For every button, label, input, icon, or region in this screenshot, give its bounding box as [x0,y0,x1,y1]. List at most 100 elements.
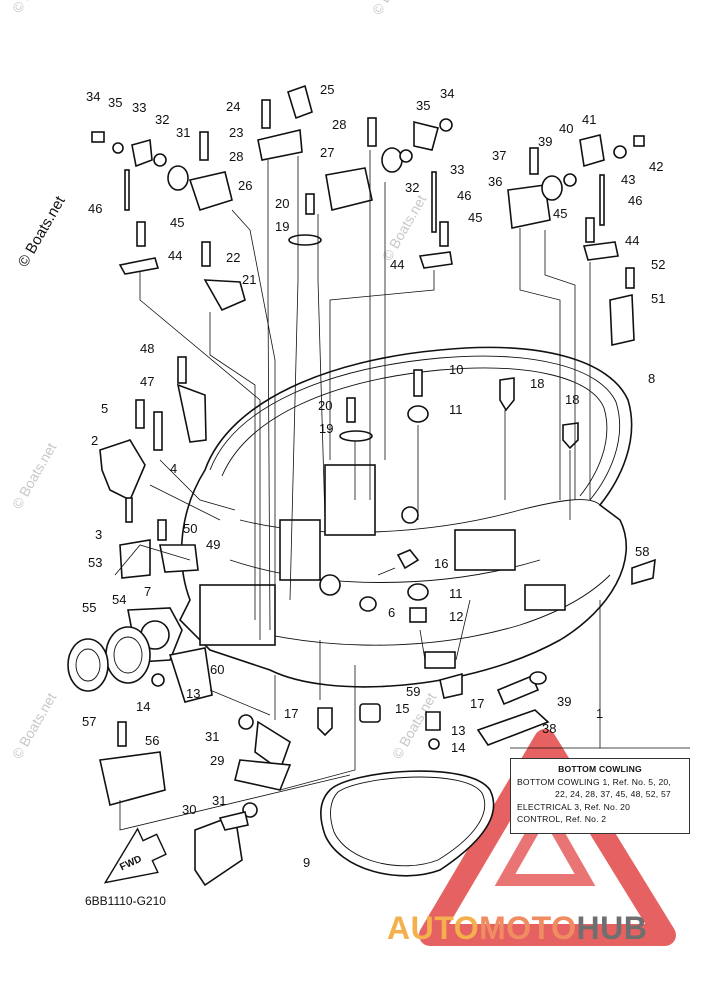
callout-57: 57 [82,714,96,729]
callout-25: 25 [320,82,334,97]
callout-45c: 45 [553,206,567,221]
fwd-arrow: FWD [103,827,167,884]
brand-part-moto: MOTO [479,910,577,946]
callout-11: 11 [449,402,463,417]
callout-32b: 32 [405,180,419,195]
callout-44b: 44 [390,257,404,272]
callout-2: 2 [91,433,98,448]
callout-22: 22 [226,250,240,265]
callout-53: 53 [88,555,102,570]
callout-34b: 34 [440,86,454,101]
callout-45: 45 [170,215,184,230]
callout-38: 38 [542,721,556,736]
info-box-line: BOTTOM COWLING 1, Ref. No. 5, 20, [517,776,672,787]
callout-46b: 46 [457,188,471,203]
watermark: © Boats.net [9,0,60,16]
callout-17b: 17 [470,696,484,711]
info-box-title: BOTTOM COWLING [558,764,642,774]
callout-14b: 14 [451,740,465,755]
callout-47: 47 [140,374,154,389]
callout-17: 17 [284,706,298,721]
callout-60: 60 [210,662,224,677]
callout-16: 16 [434,556,448,571]
info-box-line: 22, 24, 28, 37, 45, 48, 52, 57 [555,789,671,799]
callout-23: 23 [229,125,243,140]
callout-31: 31 [176,125,190,140]
callout-28b: 28 [332,117,346,132]
watermark: © Boats.net [9,440,60,512]
callout-48: 48 [140,341,154,356]
callout-11b: 11 [449,586,463,601]
callout-10: 10 [449,362,463,377]
callout-43: 43 [621,172,635,187]
callout-39: 39 [538,134,552,149]
callout-19: 19 [275,219,289,234]
diagram-code: 6BB1110-G210 [85,894,166,908]
watermark-dark: © Boats.net [15,193,69,270]
callout-32: 32 [155,112,169,127]
callout-24: 24 [226,99,240,114]
callout-52: 52 [651,257,665,272]
callout-30: 30 [182,802,196,817]
callouts: 1 2 3 4 5 6 7 8 9 10 11 11 12 13 13 14 1… [82,82,665,870]
callout-51: 51 [651,291,665,306]
callout-18b: 18 [565,392,579,407]
callout-31c: 31 [212,793,226,808]
callout-6: 6 [388,605,395,620]
callout-9: 9 [303,855,310,870]
callout-20: 20 [275,196,289,211]
callout-45b: 45 [468,210,482,225]
callout-29: 29 [210,753,224,768]
callout-4: 4 [170,461,177,476]
callout-58: 58 [635,544,649,559]
callout-3: 3 [95,527,102,542]
callout-12: 12 [449,609,463,624]
callout-37: 37 [492,148,506,163]
small-parts [67,84,656,887]
callout-8: 8 [648,371,655,386]
callout-54: 54 [112,592,126,607]
callout-35b: 35 [416,98,430,113]
callout-15: 15 [395,701,409,716]
callout-18: 18 [530,376,544,391]
callout-44c: 44 [625,233,639,248]
callout-34: 34 [86,89,100,104]
callout-42: 42 [649,159,663,174]
seal-9 [320,770,495,877]
callout-46: 46 [88,201,102,216]
info-box-line: ELECTRICAL 3, Ref. No. 20 [517,801,631,812]
callout-19b: 19 [319,421,333,436]
brand-part-hub: HUB [576,910,648,946]
callout-41: 41 [582,112,596,127]
callout-26: 26 [238,178,252,193]
callout-14: 14 [136,699,150,714]
callout-13b: 13 [451,723,465,738]
bottom-cowling [179,346,633,688]
callout-27: 27 [320,145,334,160]
callout-56: 56 [145,733,159,748]
callout-35: 35 [108,95,122,110]
callout-59: 59 [406,684,420,699]
callout-33b: 33 [450,162,464,177]
callout-50: 50 [183,521,197,536]
callout-36: 36 [488,174,502,189]
watermark: © Boats.net [9,690,60,762]
callout-33: 33 [132,100,146,115]
callout-20b: 20 [318,398,332,413]
callout-1: 1 [596,706,603,721]
callout-21: 21 [242,272,256,287]
watermark: © Boats.net [379,192,430,264]
callout-46c: 46 [628,193,642,208]
brand-part-auto: AUTO [387,910,480,946]
info-box-line: CONTROL, Ref. No. 2 [517,814,607,824]
callout-5: 5 [101,401,108,416]
callout-39b: 39 [557,694,571,709]
watermark: © Boats.net [369,0,420,18]
callout-49: 49 [206,537,220,552]
brand-logo-text: AUTOMOTOHUB [387,910,647,947]
callout-55: 55 [82,600,96,615]
leader-lines [114,150,690,831]
callout-13: 13 [186,686,200,701]
reference-info-box: BOTTOM COWLING BOTTOM COWLING 1, Ref. No… [510,758,690,834]
